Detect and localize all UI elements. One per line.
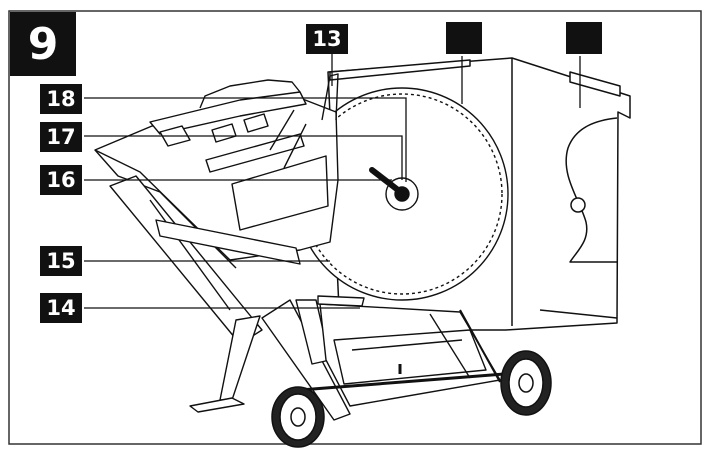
saw-blade [295, 87, 509, 301]
outer-border [8, 10, 702, 445]
callout-16: 16 [40, 165, 82, 195]
callout-13: 13 [306, 24, 348, 54]
leader-18 [84, 97, 407, 182]
callout-top-middle [446, 22, 482, 54]
leader-17 [84, 135, 403, 180]
table-deck [94, 73, 339, 269]
wheel-right [500, 350, 552, 416]
callout-top-right [566, 22, 602, 54]
callout-15: 15 [40, 246, 82, 276]
leader-lines [84, 54, 581, 309]
wheel-left [271, 386, 325, 448]
stand-frame [109, 175, 531, 421]
figure-number-badge: 9 [10, 12, 76, 76]
callout-14: 14 [40, 293, 82, 323]
callout-17: 17 [40, 122, 82, 152]
callout-18: 18 [40, 84, 82, 114]
